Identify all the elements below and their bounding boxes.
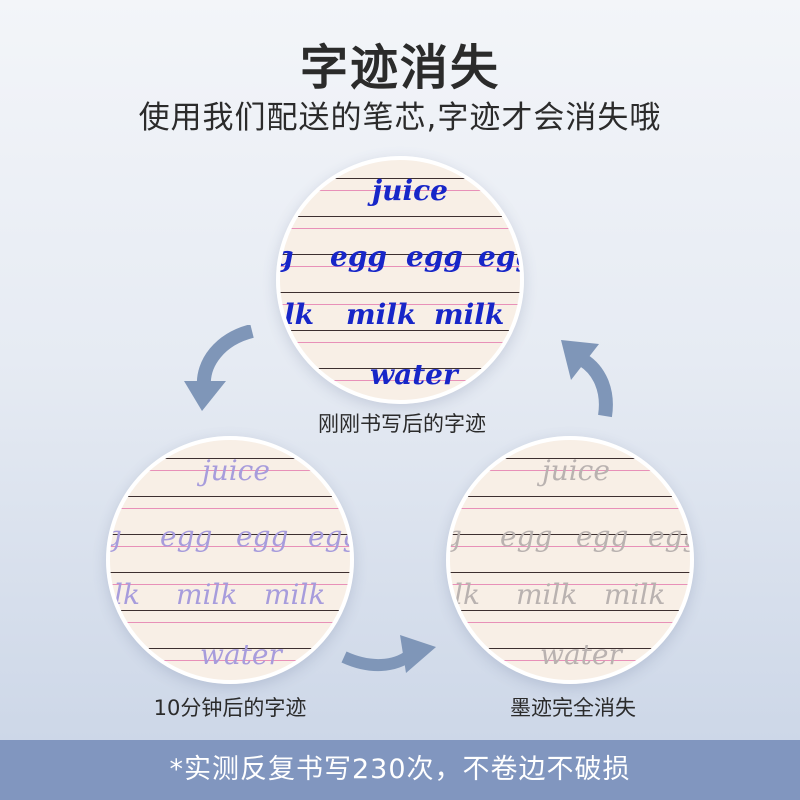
sample-word: egg: [478, 240, 520, 273]
sample-word: egg: [648, 520, 690, 553]
curved-arrow-icon: [561, 340, 613, 418]
sample-word: lk: [454, 578, 480, 611]
vanished-writing-sample: juice g egg egg egg lk milk milk water: [446, 436, 694, 684]
sample-word: egg: [500, 520, 553, 553]
curved-arrow-icon: [341, 635, 436, 673]
fresh-writing-caption: 刚刚书写后的字迹: [318, 412, 486, 436]
sample-word: egg: [576, 520, 629, 553]
page-title: 字迹消失: [299, 40, 500, 96]
vanished-writing-caption: 墨迹完全消失: [510, 696, 636, 720]
sample-word: milk: [604, 578, 666, 611]
sample-word: juice: [542, 454, 610, 487]
sample-word: egg: [236, 520, 289, 553]
sample-word: juice: [202, 454, 270, 487]
faded-writing-caption: 10分钟后的字迹: [153, 696, 307, 720]
sample-word: milk: [516, 578, 578, 611]
sample-word: water: [200, 638, 282, 671]
curved-arrow-icon: [184, 325, 254, 411]
sample-word: g: [450, 520, 462, 553]
sample-word: water: [370, 358, 458, 391]
sample-word: egg: [308, 520, 350, 553]
sample-word: egg: [330, 240, 387, 273]
sample-word: egg: [406, 240, 463, 273]
sample-word: milk: [434, 298, 505, 331]
fresh-writing-sample: juice g egg egg egg lk milk milk water: [276, 156, 524, 404]
sample-word: milk: [346, 298, 417, 331]
sample-word: milk: [264, 578, 326, 611]
page-subtitle: 使用我们配送的笔芯,字迹才会消失哦: [138, 100, 662, 136]
sample-word: lk: [114, 578, 140, 611]
sample-word: egg: [160, 520, 213, 553]
sample-word: g: [280, 240, 294, 273]
sample-word: juice: [372, 174, 448, 207]
footer-note: *实测反复书写230次，不卷边不破损: [0, 740, 800, 800]
faded-writing-sample: juice g egg egg egg lk milk milk water: [106, 436, 354, 684]
sample-word: water: [540, 638, 622, 671]
sample-word: milk: [176, 578, 238, 611]
sample-word: lk: [284, 298, 315, 331]
sample-word: g: [110, 520, 122, 553]
